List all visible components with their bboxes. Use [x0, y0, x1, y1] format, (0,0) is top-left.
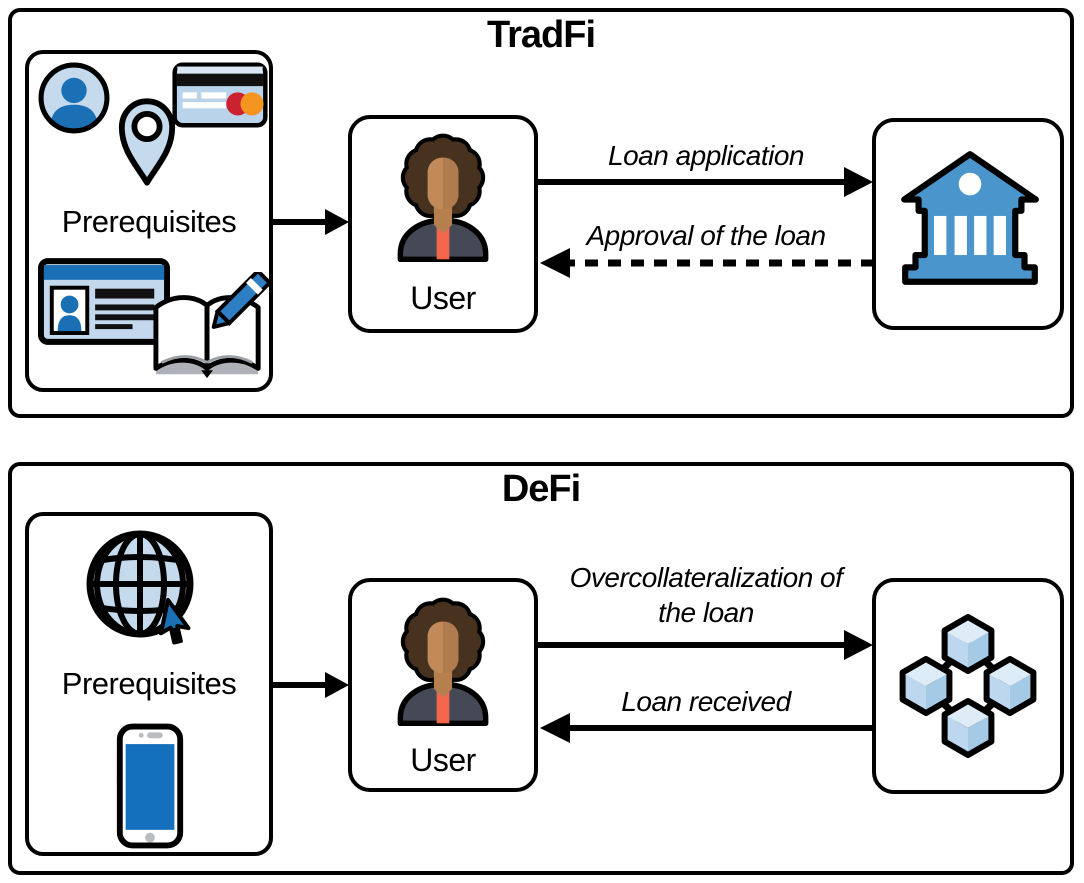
loan-application-arrow — [538, 167, 873, 197]
loan-received-arrow — [540, 713, 874, 743]
smartphone-icon — [112, 722, 188, 850]
defi-prerequisites-label: Prerequisites — [61, 666, 237, 701]
location-pin-icon — [116, 96, 178, 188]
defi-user-label: User — [410, 742, 476, 778]
loan-received-label: Loan received — [621, 686, 791, 717]
defi-title: DeFi — [501, 468, 581, 510]
blockchain-icon — [886, 606, 1050, 766]
loan-approval-label: Approval of the loan — [586, 220, 826, 251]
user-avatar-icon — [384, 590, 502, 735]
bank-icon — [898, 146, 1042, 290]
tradfi-title: TradFi — [486, 14, 596, 56]
credit-card-icon — [172, 62, 268, 128]
internet-globe-icon — [80, 524, 212, 656]
tradfi-prerequisites-label: Prerequisites — [61, 204, 237, 239]
tradfi-user-label: User — [410, 280, 476, 316]
user-profile-icon — [36, 60, 112, 136]
loan-application-label: Loan application — [608, 140, 804, 171]
prerequisites-to-user-arrow — [271, 209, 349, 235]
prerequisites-to-user-arrow — [271, 672, 349, 698]
user-avatar-icon — [384, 126, 502, 271]
overcollateralization-arrow — [538, 630, 873, 660]
loan-approval-dashed-arrow — [540, 248, 874, 278]
contract-book-icon — [146, 272, 272, 388]
overcollateralization-label: Overcollateralization of the loan — [569, 562, 843, 628]
